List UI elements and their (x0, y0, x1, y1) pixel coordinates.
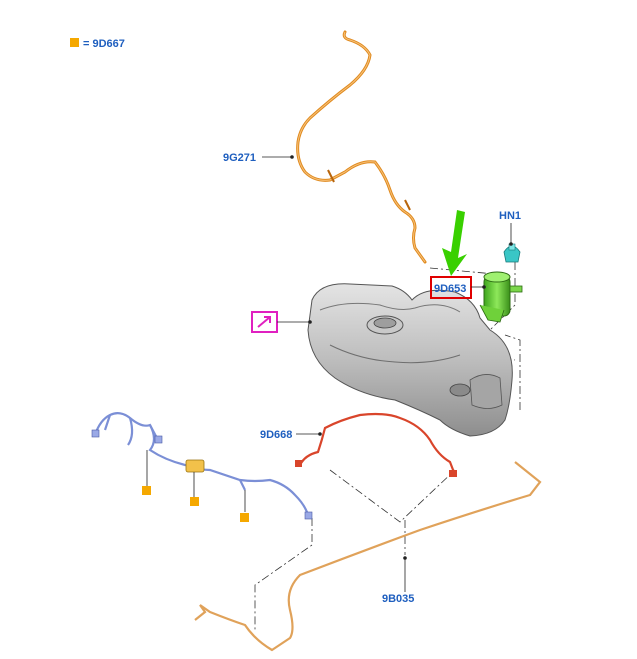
green-arrow-icon (442, 210, 467, 276)
carbon-canister-9d653 (479, 271, 523, 323)
hose-9d668 (295, 412, 457, 477)
callout-9b035: 9B035 (382, 593, 414, 605)
callout-9d653: 9D653 (434, 283, 466, 295)
vapor-hose-9g271 (296, 30, 427, 264)
highlight-box (430, 276, 472, 299)
clip-hn1 (503, 243, 521, 263)
legend: = 9D667 (70, 38, 125, 50)
fuel-tank (307, 283, 513, 437)
connector-marker-icon (190, 497, 199, 506)
legend-label: = 9D667 (83, 38, 125, 50)
connector-marker-icon (240, 513, 249, 522)
fuel-pipe-9b035 (194, 461, 542, 652)
magenta-arrow-link-icon (251, 311, 278, 333)
connector-marker-icon (142, 486, 151, 495)
callout-9d668: 9D668 (260, 429, 292, 441)
callout-hn1: HN1 (499, 210, 521, 222)
leader-lines (262, 155, 513, 592)
callout-9g271: 9G271 (223, 152, 256, 164)
legend-marker-icon (70, 38, 79, 47)
wiring-harness (91, 411, 313, 522)
